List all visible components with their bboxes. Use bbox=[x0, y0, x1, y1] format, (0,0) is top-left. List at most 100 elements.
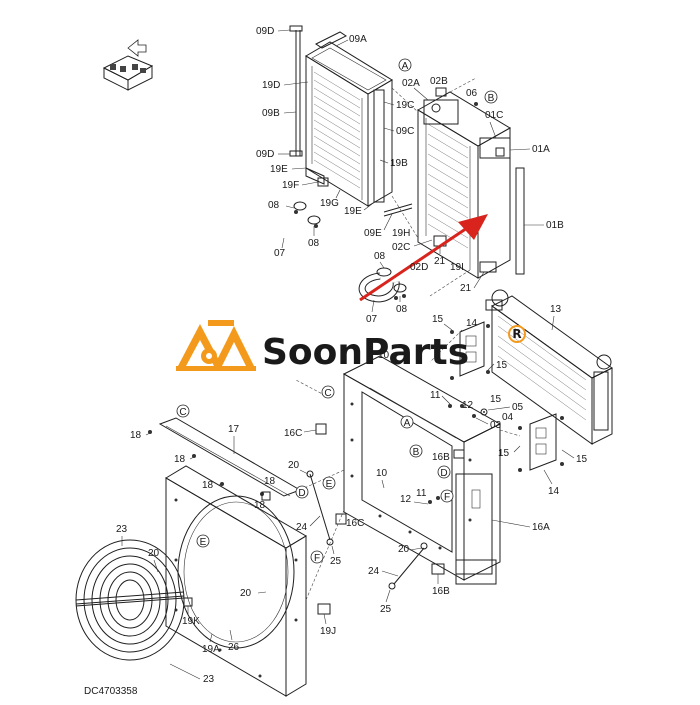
part-label-19H: 19H bbox=[392, 228, 410, 239]
part-label-07-lower: 07 bbox=[366, 314, 378, 325]
callout-label: C bbox=[179, 407, 186, 418]
part-label-14-upper: 14 bbox=[466, 318, 478, 329]
part-label-02D-partial: 02D bbox=[410, 262, 428, 273]
part-label-11-b: 11 bbox=[416, 488, 427, 499]
part-label-19D: 19D bbox=[262, 80, 280, 91]
part-label-08-c: 08 bbox=[374, 251, 386, 262]
part-label-20-c: 20 bbox=[148, 548, 160, 559]
highlight-arrow bbox=[359, 214, 488, 302]
part-label-25-a: 25 bbox=[330, 556, 342, 567]
callout-F-mid: F bbox=[440, 489, 454, 503]
callout-label: F bbox=[444, 492, 450, 503]
part-label-13: 13 bbox=[550, 304, 562, 315]
fan-shroud-19A bbox=[165, 465, 331, 697]
callout-C-left: C bbox=[176, 404, 190, 418]
part-label-09D-lower: 09D bbox=[256, 149, 274, 160]
part-label-09B: 09B bbox=[262, 108, 280, 119]
part-label-19J: 19J bbox=[320, 626, 336, 637]
hose-07-upper bbox=[276, 201, 321, 241]
callout-E-mid: E bbox=[322, 476, 336, 490]
part-label-18-c: 18 bbox=[202, 480, 214, 491]
part-label-16B-b: 16B bbox=[432, 586, 450, 597]
callout-label: B bbox=[413, 447, 420, 458]
callout-F-left: F bbox=[310, 550, 324, 564]
callout-label: E bbox=[326, 479, 333, 490]
callout-C-mid: C bbox=[321, 385, 335, 399]
callout-A-mid: A bbox=[400, 415, 414, 429]
part-label-26: 26 bbox=[228, 642, 240, 653]
oil-cooler-13 bbox=[485, 289, 613, 445]
callout-B-mid: B bbox=[409, 444, 423, 458]
callout-B-top: B bbox=[484, 90, 498, 104]
part-label-11-a: 11 bbox=[430, 390, 441, 401]
part-label-18-e: 18 bbox=[254, 500, 266, 511]
part-label-08-b: 08 bbox=[308, 238, 320, 249]
callout-label: D bbox=[440, 468, 447, 479]
part-label-21-a: 21 bbox=[434, 256, 446, 267]
part-label-20-a: 20 bbox=[288, 460, 300, 471]
part-label-19F: 19F bbox=[282, 180, 299, 191]
part-label-03: 03 bbox=[490, 420, 502, 431]
callout-label: E bbox=[200, 537, 207, 548]
callout-label: A bbox=[402, 61, 409, 72]
part-label-02B: 02B bbox=[430, 76, 448, 87]
part-label-19G: 19G bbox=[320, 198, 339, 209]
part-label-19B: 19B bbox=[390, 158, 408, 169]
orientation-icon bbox=[102, 39, 154, 91]
part-label-01C: 01C bbox=[485, 110, 503, 121]
callout-E-left: E bbox=[196, 534, 210, 548]
part-label-10-a: 10 bbox=[376, 468, 388, 479]
callout-label: F bbox=[314, 553, 320, 564]
part-label-05: 05 bbox=[512, 402, 524, 413]
hose-07-lower bbox=[358, 267, 407, 303]
part-label-19K: 19K bbox=[182, 616, 200, 627]
part-label-24-a: 24 bbox=[296, 522, 308, 533]
part-label-18-b: 18 bbox=[174, 454, 186, 465]
part-label-15-e: 15 bbox=[576, 454, 588, 465]
callout-D-mid: D bbox=[437, 465, 451, 479]
part-label-09D: 09D bbox=[256, 26, 274, 37]
callout-label: B bbox=[488, 93, 495, 104]
part-label-17: 17 bbox=[228, 424, 240, 435]
callout-label: C bbox=[324, 388, 331, 399]
part-label-15-d: 15 bbox=[498, 448, 510, 459]
part-label-25-b: 25 bbox=[380, 604, 392, 615]
callout-A-top: A bbox=[398, 58, 412, 72]
part-label-02C: 02C bbox=[392, 242, 410, 253]
part-label-08-d: 08 bbox=[396, 304, 408, 315]
callout-label: D bbox=[298, 488, 305, 499]
callout-D-left: D bbox=[295, 485, 309, 499]
part-label-09E: 09E bbox=[364, 228, 382, 239]
main-frame-16 bbox=[315, 355, 502, 585]
part-label-24-b: 24 bbox=[368, 566, 380, 577]
part-label-20-d: 20 bbox=[240, 588, 252, 599]
part-label-16C-b: 16C bbox=[346, 518, 364, 529]
part-label-16B-a: 16B bbox=[432, 452, 450, 463]
callout-label: A bbox=[404, 418, 411, 429]
part-label-16C-a: 16C bbox=[284, 428, 302, 439]
bracket-14 bbox=[450, 321, 564, 472]
part-label-18-a: 18 bbox=[130, 430, 142, 441]
part-label-19E: 19E bbox=[270, 164, 288, 175]
guide-lines-top bbox=[391, 77, 477, 297]
part-label-07-upper: 07 bbox=[274, 248, 286, 259]
radiator-01 bbox=[417, 87, 525, 279]
part-label-20-b: 20 bbox=[398, 544, 410, 555]
part-label-04: 04 bbox=[502, 412, 514, 423]
part-label-01B: 01B bbox=[546, 220, 564, 231]
part-label-19C: 19C bbox=[396, 100, 414, 111]
diagram-code: DC4703358 bbox=[84, 686, 138, 697]
soonparts-logo-icon bbox=[176, 320, 256, 371]
part-label-19A: 19A bbox=[202, 644, 220, 655]
part-label-19I: 19I bbox=[450, 262, 464, 273]
radiator-frame-19 bbox=[289, 25, 413, 217]
registered-mark: R bbox=[512, 327, 521, 341]
stay-rod-24 bbox=[306, 470, 428, 590]
brand-name: SoonParts bbox=[262, 332, 469, 373]
part-label-23-a: 23 bbox=[116, 524, 128, 535]
fan-guard-23 bbox=[75, 539, 185, 661]
soonparts-watermark: SoonParts R bbox=[176, 320, 526, 373]
part-label-19E-lower: 19E bbox=[344, 206, 362, 217]
